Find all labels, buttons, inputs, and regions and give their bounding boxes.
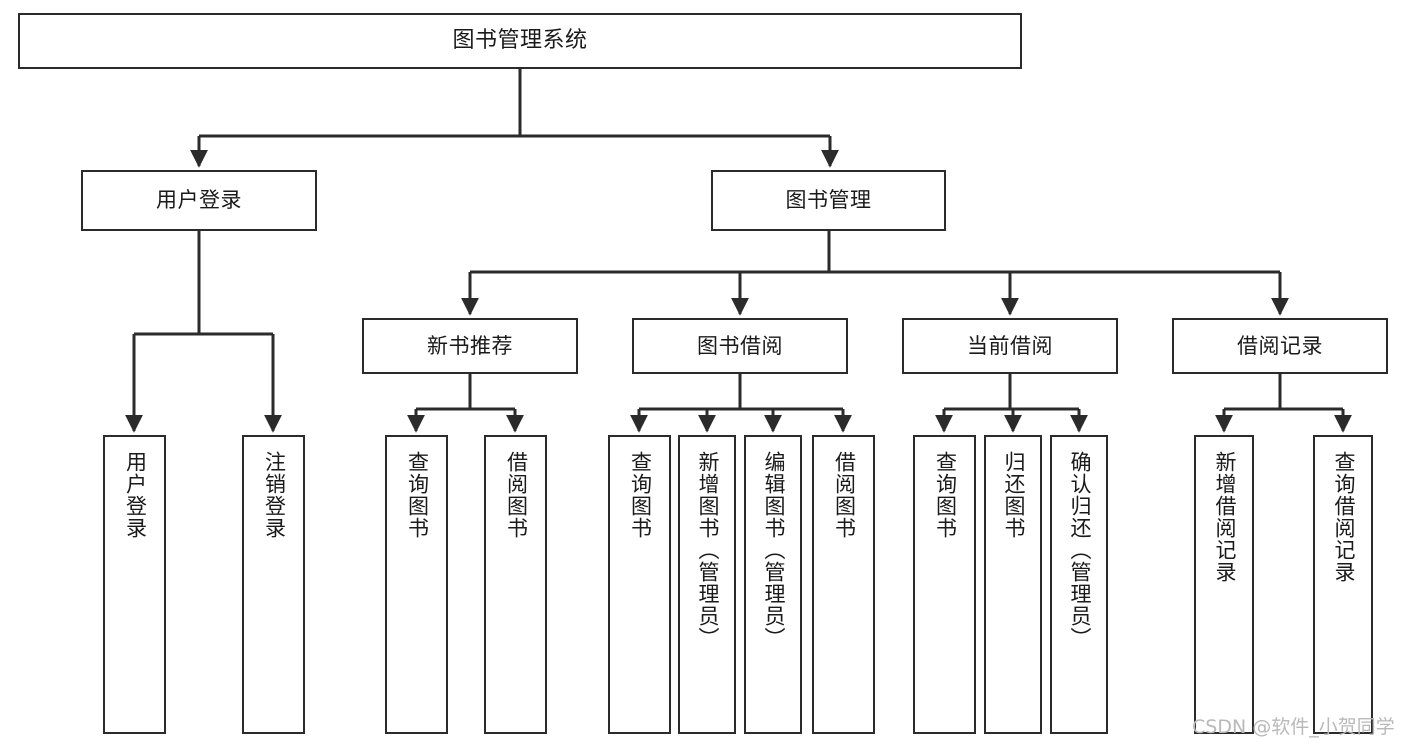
node-current-borrow-label: 当前借阅 <box>967 333 1053 358</box>
node-leaf-borrow-book-1-label: 借阅图书 <box>504 451 529 539</box>
node-leaf-query-book-3[interactable]: 查询图书 <box>913 435 976 734</box>
node-leaf-add-book-admin-label: 新增图书（管理员） <box>695 451 720 649</box>
node-leaf-query-book-1-label: 查询图书 <box>405 451 430 539</box>
node-borrow-record-label: 借阅记录 <box>1237 333 1323 358</box>
node-leaf-user-login-label: 用户登录 <box>123 451 148 539</box>
node-leaf-edit-book-admin[interactable]: 编辑图书（管理员） <box>744 435 802 734</box>
node-root-label: 图书管理系统 <box>452 28 588 54</box>
node-leaf-user-logout[interactable]: 注销登录 <box>242 435 305 734</box>
node-leaf-borrow-book-1[interactable]: 借阅图书 <box>484 435 547 734</box>
node-leaf-return-book-label: 归还图书 <box>1001 451 1026 539</box>
node-leaf-user-login[interactable]: 用户登录 <box>103 435 166 734</box>
node-leaf-query-book-1[interactable]: 查询图书 <box>385 435 448 734</box>
node-borrow-record[interactable]: 借阅记录 <box>1172 318 1388 374</box>
node-new-book-recommend-label: 新书推荐 <box>427 333 513 358</box>
node-leaf-confirm-return-admin[interactable]: 确认归还（管理员） <box>1050 435 1108 734</box>
node-user-login-label: 用户登录 <box>156 188 242 213</box>
node-user-login[interactable]: 用户登录 <box>81 170 317 231</box>
node-leaf-add-borrow-record-label: 新增借阅记录 <box>1212 451 1237 583</box>
node-leaf-query-book-2[interactable]: 查询图书 <box>608 435 671 734</box>
node-leaf-user-logout-label: 注销登录 <box>262 451 287 539</box>
node-leaf-borrow-book-2-label: 借阅图书 <box>832 451 857 539</box>
node-leaf-query-borrow-record-label: 查询借阅记录 <box>1331 451 1356 583</box>
node-current-borrow[interactable]: 当前借阅 <box>902 318 1118 374</box>
node-leaf-query-book-3-label: 查询图书 <box>933 451 958 539</box>
node-leaf-query-book-2-label: 查询图书 <box>628 451 653 539</box>
node-leaf-query-borrow-record[interactable]: 查询借阅记录 <box>1313 435 1373 734</box>
node-root[interactable]: 图书管理系统 <box>18 13 1022 69</box>
node-new-book-recommend[interactable]: 新书推荐 <box>362 318 578 374</box>
node-leaf-edit-book-admin-label: 编辑图书（管理员） <box>761 451 786 649</box>
node-book-borrow-label: 图书借阅 <box>697 333 783 358</box>
node-leaf-return-book[interactable]: 归还图书 <box>984 435 1042 734</box>
node-leaf-confirm-return-admin-label: 确认归还（管理员） <box>1067 451 1092 649</box>
node-leaf-add-book-admin[interactable]: 新增图书（管理员） <box>678 435 736 734</box>
node-book-manage[interactable]: 图书管理 <box>711 170 946 231</box>
node-book-borrow[interactable]: 图书借阅 <box>632 318 848 374</box>
watermark: CSDN @软件_小贺同学 <box>1192 716 1395 738</box>
node-leaf-add-borrow-record[interactable]: 新增借阅记录 <box>1194 435 1254 734</box>
node-leaf-borrow-book-2[interactable]: 借阅图书 <box>812 435 875 734</box>
node-book-manage-label: 图书管理 <box>785 188 872 213</box>
